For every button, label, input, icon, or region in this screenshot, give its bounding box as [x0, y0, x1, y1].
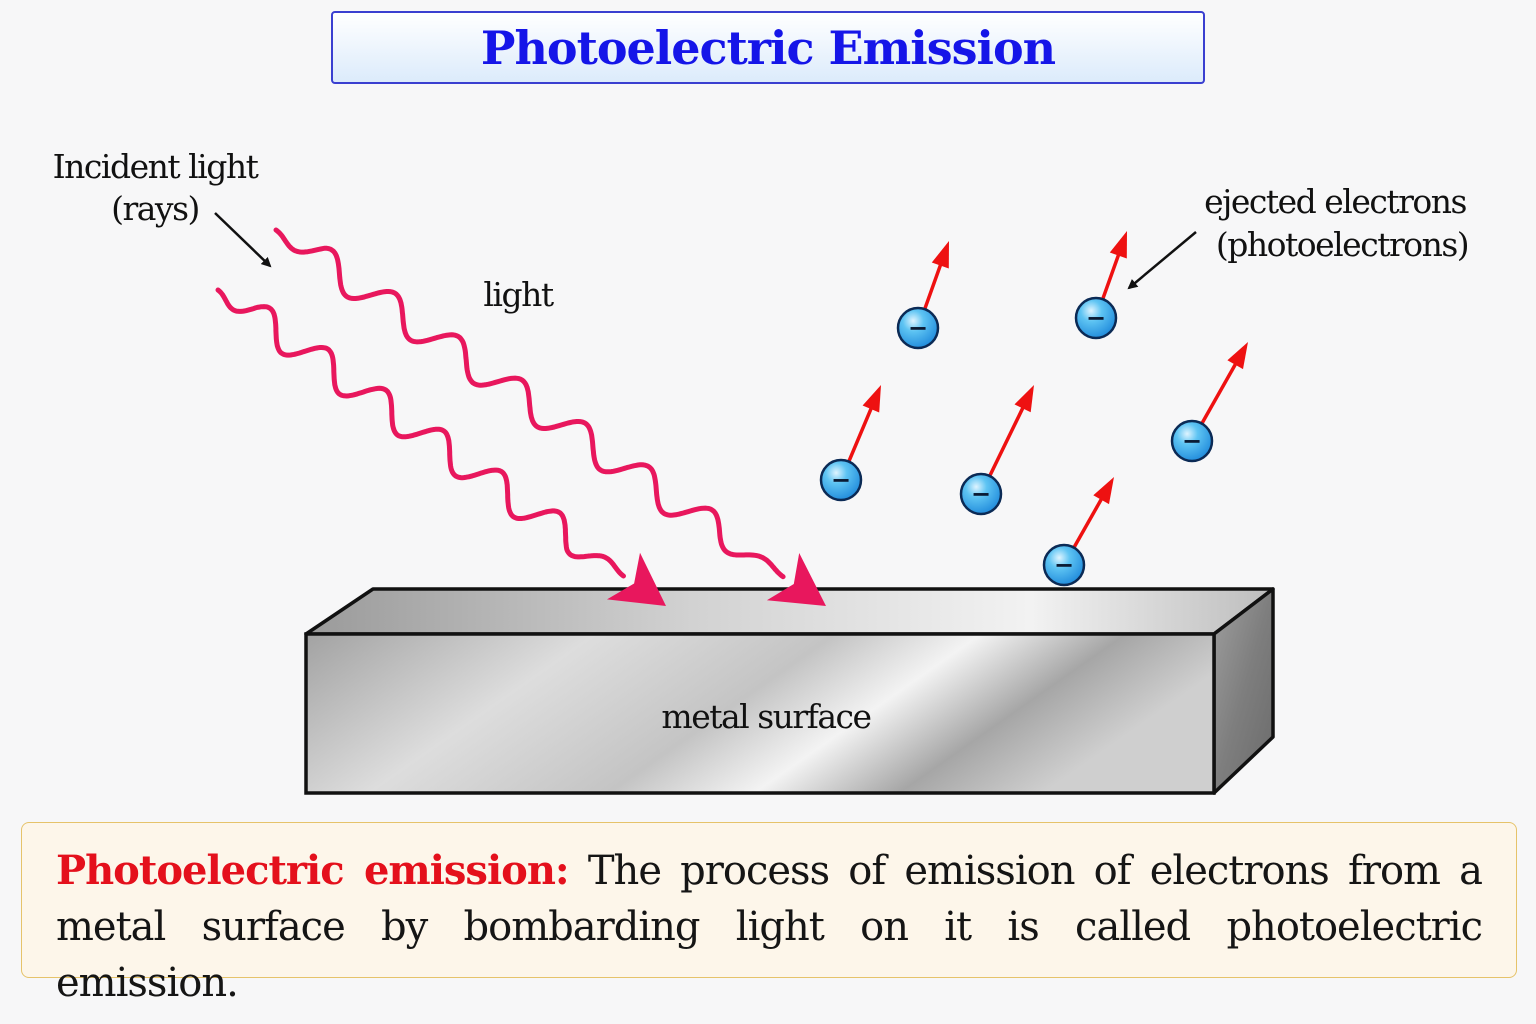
- velocity-arrow-6: [1072, 496, 1105, 549]
- electron-charge-sign: −: [1086, 304, 1106, 332]
- light-ray-1-wave: [215, 287, 626, 579]
- light-label: light: [483, 275, 553, 314]
- electron-pointer-arrow: [1127, 231, 1197, 290]
- velocity-arrow-1: [923, 262, 943, 310]
- electron-2: [1074, 296, 1118, 340]
- definition-term: Photoelectric emission:: [56, 847, 570, 894]
- definition-box: Photoelectric emission: The process of e…: [21, 822, 1517, 1006]
- velocity-arrowhead-2: [1109, 231, 1127, 259]
- electron-3: [819, 458, 863, 502]
- velocity-arrowhead-3: [862, 385, 881, 413]
- velocity-arrowhead-4: [1014, 385, 1034, 413]
- electron-1: [896, 306, 940, 350]
- electron-charge-sign: −: [831, 466, 851, 494]
- ejected-electrons-label: ejected electrons: [1204, 182, 1466, 221]
- definition-text: The process of emission of electrons fro…: [56, 848, 1483, 1006]
- incident-rays-label: (rays): [111, 189, 199, 228]
- page-title: Photoelectric Emission: [480, 20, 1056, 75]
- ejected-electrons: − − − − − −: [819, 231, 1248, 587]
- velocity-arrowhead-5: [1227, 342, 1248, 370]
- velocity-arrow-2: [1101, 252, 1121, 300]
- incident-light-rays: [215, 227, 826, 606]
- velocity-arrowhead-1: [931, 241, 949, 269]
- electron-6: [1042, 543, 1086, 587]
- incident-light-label: Incident light: [53, 147, 259, 186]
- photoelectrons-label: (photoelectrons): [1216, 225, 1468, 264]
- electron-charge-sign: −: [971, 480, 991, 508]
- metal-block: [304, 587, 1275, 795]
- velocity-arrow-3: [847, 405, 874, 463]
- light-ray-2-wave: [273, 227, 786, 580]
- electron-4: [959, 472, 1003, 516]
- electron-charge-sign: −: [1182, 427, 1202, 455]
- metal-surface-label: metal surface: [661, 697, 870, 736]
- electron-charge-sign: −: [1054, 551, 1074, 579]
- incident-pointer-arrow: [214, 212, 272, 268]
- electron-5: [1170, 419, 1214, 463]
- velocity-arrow-5: [1200, 361, 1239, 425]
- electron-charge-sign: −: [908, 314, 928, 342]
- light-ray-2-arrowhead: [766, 553, 826, 606]
- metal-block-front: [304, 632, 1216, 795]
- velocity-arrow-4: [988, 404, 1026, 477]
- light-ray-1-arrowhead: [607, 552, 666, 606]
- title-box: Photoelectric Emission: [331, 11, 1205, 84]
- velocity-arrowhead-6: [1093, 477, 1114, 505]
